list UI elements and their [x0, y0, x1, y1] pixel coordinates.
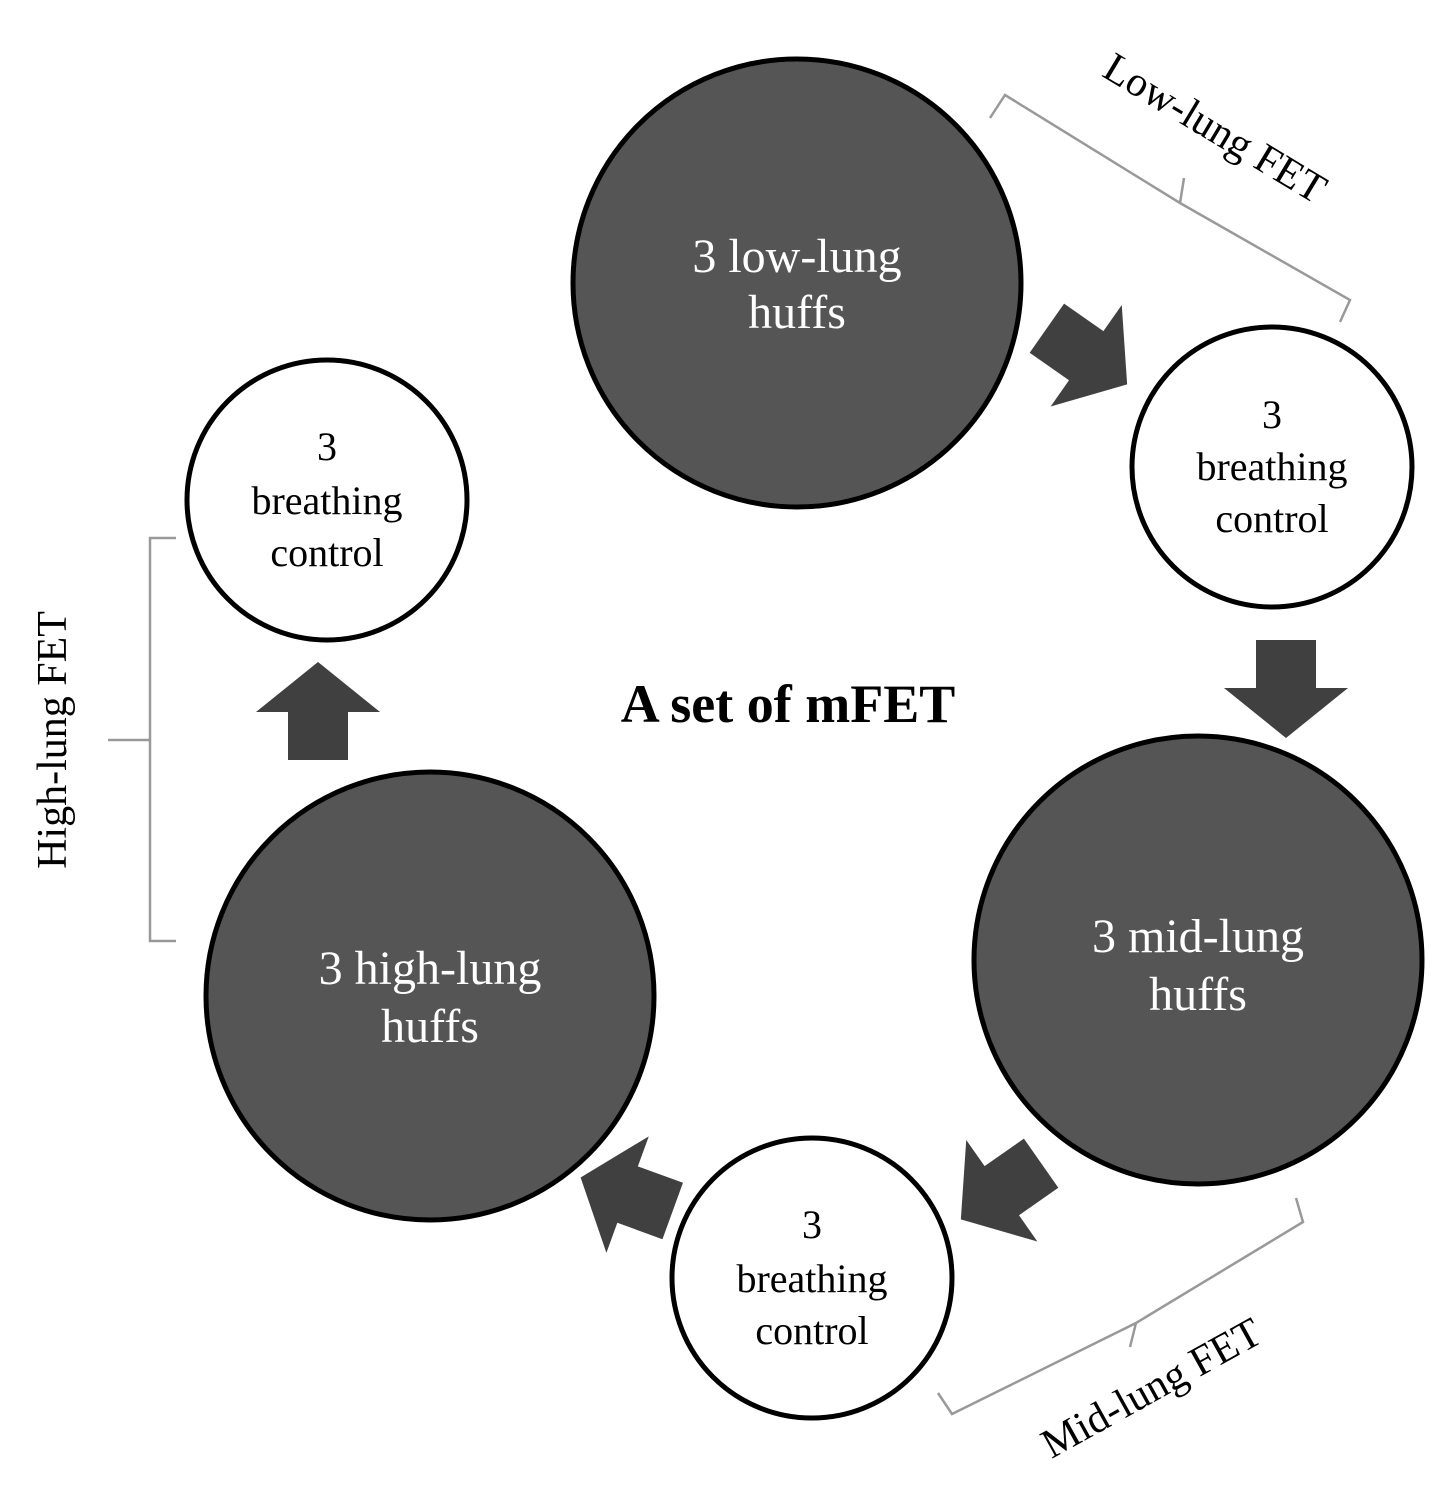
high-lung-fet-bracket — [108, 536, 176, 943]
mid-lung-huffs-line-1: 3 mid-lung — [1092, 910, 1304, 963]
low-lung-huffs-node: 3 low-lung huffs — [570, 56, 1024, 510]
arrow-low-to-breathing — [1011, 277, 1163, 436]
low-lung-huffs-line-1: 3 low-lung — [692, 230, 901, 283]
high-lung-huffs-node: 3 high-lung huffs — [203, 769, 657, 1223]
mid-lung-fet-bracket — [936, 1197, 1305, 1416]
breathing-control-node-bottom: 3 breathing control — [669, 1135, 955, 1421]
breathing-control-node-right: 3 breathing control — [1129, 324, 1415, 610]
breathing-control-bottom-line-2: breathing — [736, 1256, 887, 1301]
diagram-title: A set of mFET — [621, 674, 955, 734]
mid-lung-huffs-node: 3 mid-lung huffs — [971, 733, 1425, 1187]
breathing-control-bottom-line-3: control — [755, 1308, 868, 1353]
mid-lung-huffs-line-2: huffs — [1149, 968, 1247, 1021]
mid-lung-fet-label: Mid-lung FET — [1034, 1309, 1270, 1467]
breathing-control-bottom-line-1: 3 — [802, 1202, 822, 1247]
breathing-control-left-line-1: 3 — [317, 424, 337, 469]
breathing-control-left-line-2: breathing — [251, 478, 402, 523]
breathing-control-right-line-1: 3 — [1262, 392, 1282, 437]
arrow-breathing-to-mid — [1224, 640, 1348, 738]
breathing-control-node-left: 3 breathing control — [184, 357, 470, 643]
breathing-control-right-line-3: control — [1215, 496, 1328, 541]
low-lung-huffs-line-2: huffs — [748, 286, 846, 339]
low-lung-fet-bracket — [988, 93, 1352, 323]
breathing-control-left-line-3: control — [270, 530, 383, 575]
breathing-control-right-line-2: breathing — [1196, 444, 1347, 489]
arrow-high-to-breathing — [256, 662, 380, 760]
low-lung-fet-label: Low-lung FET — [1095, 45, 1334, 214]
high-lung-huffs-line-2: huffs — [381, 1000, 479, 1053]
high-lung-huffs-line-1: 3 high-lung — [319, 942, 542, 995]
high-lung-fet-label: High-lung FET — [30, 611, 76, 869]
